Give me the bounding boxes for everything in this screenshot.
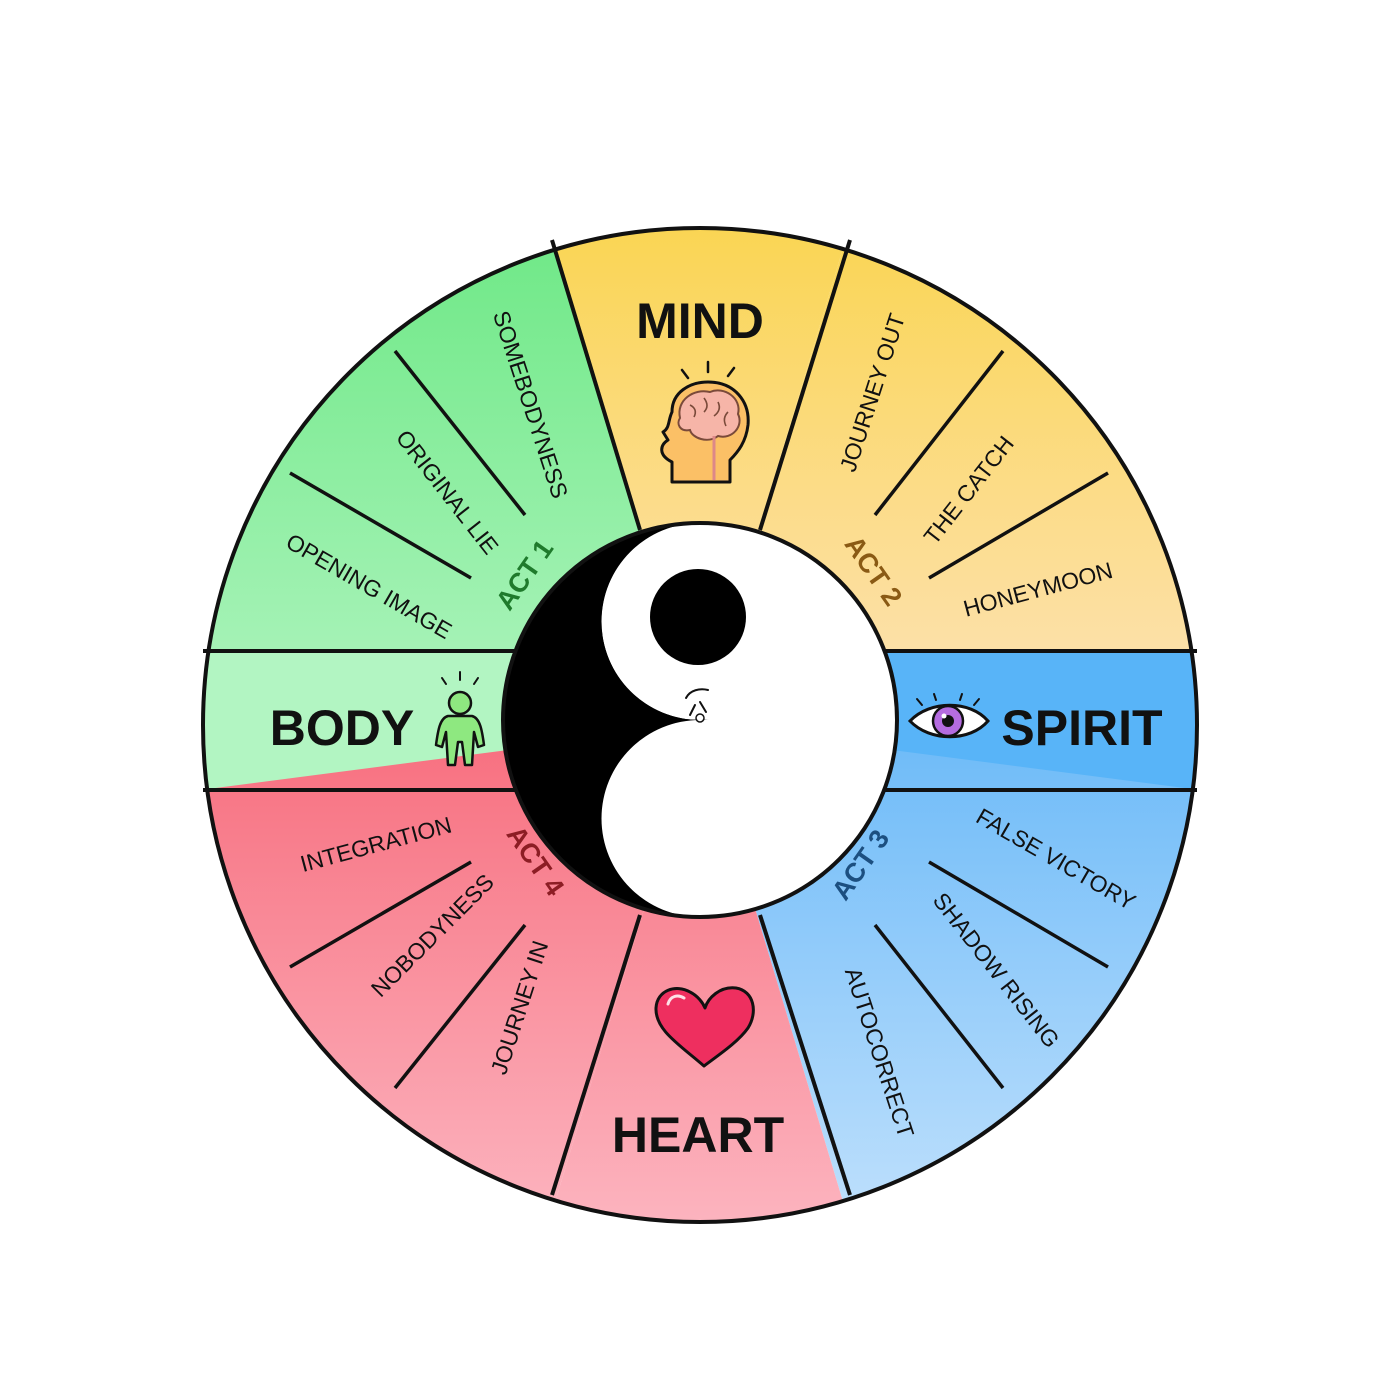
glowing-person-icon bbox=[434, 671, 486, 767]
spirit-title: SPIRIT bbox=[1001, 700, 1162, 756]
body-title: BODY bbox=[270, 700, 414, 756]
purple-eye-icon bbox=[907, 693, 990, 739]
beat-separators bbox=[289, 349, 1109, 1090]
mind-title: MIND bbox=[636, 293, 764, 349]
heart-wedge bbox=[548, 725, 850, 1222]
red-heart-icon bbox=[654, 986, 755, 1068]
wheel-outline bbox=[201, 226, 1199, 1224]
brain-head-icon bbox=[660, 360, 750, 484]
yin-yang-icon bbox=[501, 521, 899, 919]
heart-title: HEART bbox=[612, 1107, 784, 1163]
